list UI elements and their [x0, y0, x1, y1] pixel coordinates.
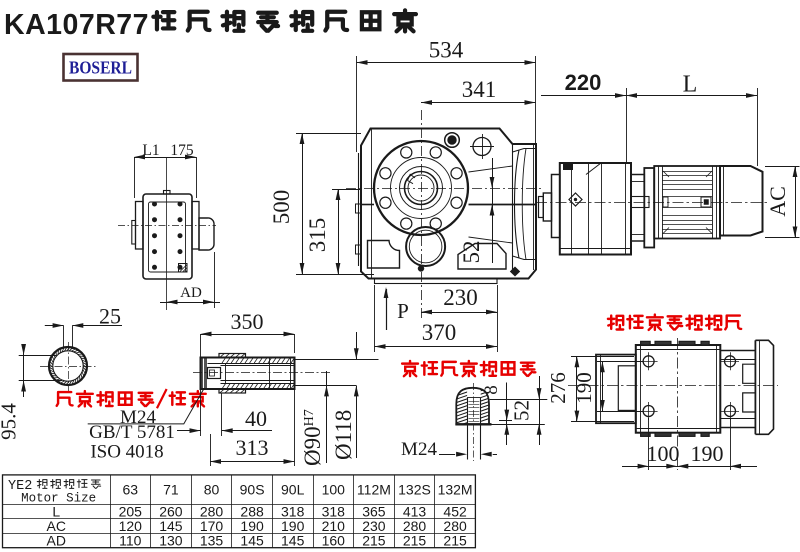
svg-text:145: 145: [240, 533, 264, 549]
svg-text:AC: AC: [47, 518, 66, 534]
svg-text:100: 100: [322, 482, 346, 498]
svg-text:25: 25: [99, 304, 121, 329]
svg-text:112M: 112M: [357, 482, 391, 498]
svg-text:KA107R77: KA107R77: [4, 9, 149, 41]
svg-text:220: 220: [565, 70, 602, 95]
svg-text:145: 145: [281, 533, 305, 549]
svg-text:205: 205: [119, 504, 143, 520]
svg-text:175: 175: [170, 142, 194, 159]
svg-text:190: 190: [240, 518, 264, 534]
svg-text:L: L: [52, 504, 60, 520]
svg-text:135: 135: [200, 533, 224, 549]
svg-text:AD: AD: [47, 533, 66, 549]
svg-text:350: 350: [231, 309, 264, 334]
svg-text:215: 215: [403, 533, 427, 549]
svg-text:90L: 90L: [281, 482, 305, 498]
svg-text:52: 52: [510, 400, 534, 421]
svg-text:132S: 132S: [398, 482, 431, 498]
svg-text:318: 318: [281, 504, 305, 520]
svg-text:413: 413: [403, 504, 427, 520]
svg-text:132M: 132M: [438, 482, 473, 498]
svg-text:AC: AC: [765, 186, 790, 217]
svg-text:313: 313: [236, 435, 269, 460]
svg-text:110: 110: [119, 533, 142, 549]
svg-text:215: 215: [443, 533, 467, 549]
svg-text:95.4: 95.4: [0, 403, 21, 440]
svg-text:L1: L1: [142, 142, 159, 159]
svg-text:315: 315: [305, 218, 330, 253]
svg-text:318: 318: [322, 504, 346, 520]
svg-text:P: P: [397, 299, 409, 323]
svg-text:341: 341: [462, 77, 497, 102]
svg-text:230: 230: [443, 285, 478, 310]
svg-text:190: 190: [572, 372, 596, 404]
svg-text:280: 280: [200, 504, 224, 520]
svg-text:370: 370: [422, 320, 457, 345]
svg-text:M24: M24: [120, 407, 156, 428]
svg-text:GB/T 5781: GB/T 5781: [89, 422, 175, 443]
svg-text:170: 170: [200, 518, 224, 534]
svg-text:ISO 4018: ISO 4018: [90, 442, 163, 463]
svg-text:BOSERL: BOSERL: [69, 58, 132, 78]
svg-text:260: 260: [159, 504, 183, 520]
svg-text:YE2: YE2: [8, 479, 32, 494]
svg-text:Ø118: Ø118: [331, 410, 356, 460]
svg-text:8: 8: [481, 385, 502, 395]
svg-text:210: 210: [322, 518, 346, 534]
svg-text:534: 534: [429, 38, 464, 63]
svg-text:160: 160: [322, 533, 346, 549]
svg-text:M24: M24: [401, 439, 437, 460]
svg-text:215: 215: [362, 533, 386, 549]
svg-text:71: 71: [163, 482, 179, 498]
svg-text:Motor Size: Motor Size: [21, 492, 96, 506]
svg-text:500: 500: [269, 190, 294, 225]
svg-text:190: 190: [691, 441, 724, 466]
svg-text:365: 365: [362, 504, 386, 520]
svg-text:280: 280: [443, 518, 467, 534]
svg-text:120: 120: [119, 518, 143, 534]
svg-text:452: 452: [443, 504, 467, 520]
svg-text:280: 280: [403, 518, 427, 534]
svg-text:80: 80: [204, 482, 220, 498]
svg-text:288: 288: [240, 504, 264, 520]
svg-text:190: 190: [281, 518, 305, 534]
svg-text:63: 63: [123, 482, 139, 498]
svg-text:AD: AD: [180, 285, 202, 301]
svg-text:90S: 90S: [240, 482, 265, 498]
svg-text:52: 52: [459, 241, 484, 264]
svg-text:276: 276: [546, 372, 570, 404]
svg-text:100: 100: [647, 441, 680, 466]
svg-text:40: 40: [245, 406, 267, 431]
svg-text:130: 130: [159, 533, 183, 549]
svg-text:145: 145: [159, 518, 183, 534]
svg-text:230: 230: [362, 518, 386, 534]
svg-text:L: L: [683, 72, 698, 98]
